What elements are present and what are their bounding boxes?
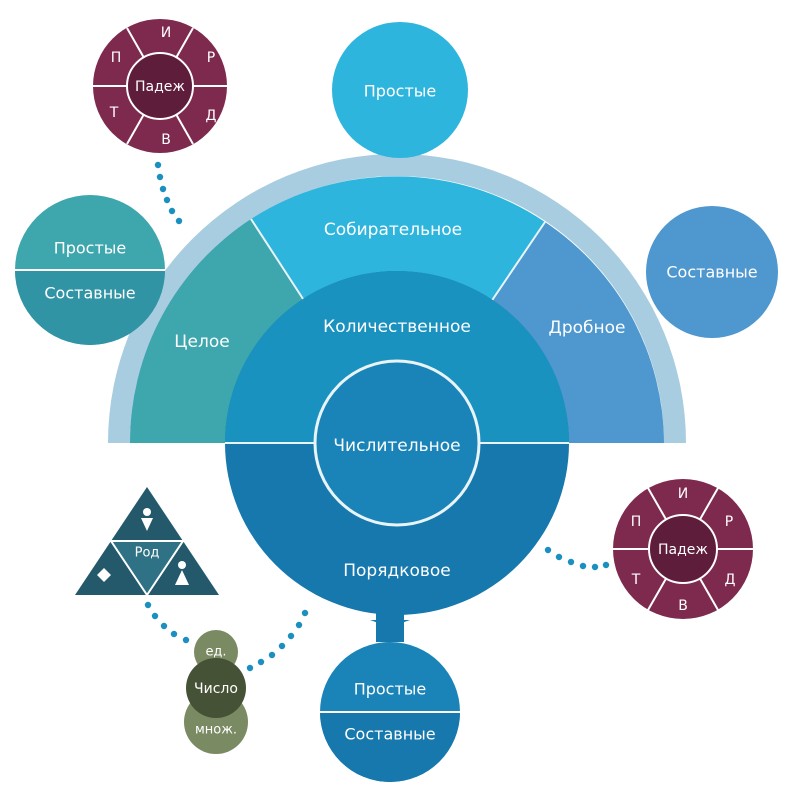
male-icon — [141, 508, 153, 531]
whole-label: Целое — [174, 332, 229, 352]
case-top-title: Падеж — [135, 79, 185, 95]
case-right-title: Падеж — [658, 542, 708, 558]
top-simple-circle — [332, 22, 468, 158]
left-compound-label: Составные — [44, 284, 135, 303]
case-top-letter: В — [161, 132, 171, 148]
gender-triangle — [75, 487, 219, 597]
female-icon — [175, 561, 189, 585]
case-top-letter: Т — [109, 105, 119, 121]
connector-dots — [144, 161, 610, 672]
case-right-letter: Д — [725, 572, 736, 588]
fractional-label: Дробное — [549, 318, 626, 338]
center-label: Числительное — [333, 436, 460, 456]
left-simple-label: Простые — [54, 239, 127, 258]
left-split-circle — [15, 195, 165, 345]
case-right-letter: В — [678, 598, 688, 614]
numeral-core — [313, 359, 481, 527]
top-simple-label: Простые — [364, 82, 437, 101]
plural-label: множ. — [195, 723, 237, 738]
case-right-letter: И — [678, 486, 688, 502]
sector-fractional — [474, 222, 664, 443]
right-compound-label: Составные — [666, 263, 757, 282]
bottom-simple-label: Простые — [354, 680, 427, 699]
collective-label: Собирательное — [324, 220, 462, 240]
sector-whole — [129, 219, 320, 443]
right-compound-circle — [646, 206, 778, 338]
gender-label: Род — [135, 546, 160, 561]
quantitative-label: Количественное — [323, 317, 471, 337]
ordinal-label: Порядковое — [343, 561, 451, 581]
case-top-letter: Р — [207, 50, 215, 66]
bottom-split-circle — [320, 642, 460, 782]
number-label: Число — [194, 681, 238, 697]
diamond-icon — [97, 568, 111, 582]
case-wheel-top — [93, 19, 227, 153]
bottom-compound-label: Составные — [344, 725, 435, 744]
case-wheel-right — [613, 479, 753, 619]
case-top-letter: И — [161, 25, 171, 41]
case-top-letter: П — [111, 50, 122, 66]
case-top-letter: Д — [206, 108, 217, 124]
top-neck — [376, 154, 424, 172]
singular-label: ед. — [205, 645, 226, 660]
number-stack — [184, 630, 248, 754]
case-right-letter: П — [631, 514, 642, 530]
case-right-letter: Т — [631, 572, 641, 588]
case-right-letter: Р — [725, 514, 733, 530]
quantitative-half — [225, 271, 569, 443]
